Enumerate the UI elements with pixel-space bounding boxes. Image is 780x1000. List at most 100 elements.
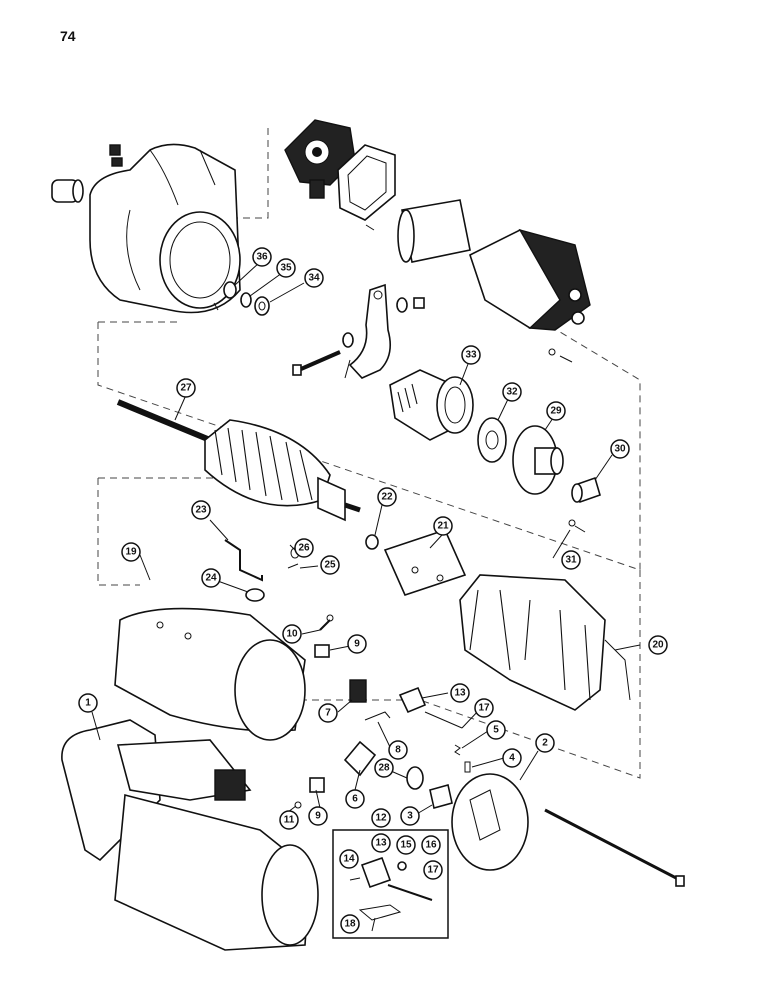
callout-16: 16 xyxy=(421,835,441,855)
assembled-starter xyxy=(61,719,319,951)
svg-text:10: 10 xyxy=(286,629,298,640)
callout-24: 24 xyxy=(201,568,221,588)
svg-text:30: 30 xyxy=(614,444,626,455)
callout-25: 25 xyxy=(320,555,340,575)
brush-arm-6 xyxy=(343,740,377,777)
inset-box xyxy=(332,829,449,939)
pin-small xyxy=(365,224,375,231)
callout-14: 14 xyxy=(339,849,359,869)
svg-text:23: 23 xyxy=(195,505,207,516)
drive-pinion xyxy=(389,369,474,441)
drive-end-housing xyxy=(89,143,241,314)
callout-26: 26 xyxy=(294,538,314,558)
callout-12: 12 xyxy=(371,808,391,828)
svg-text:31: 31 xyxy=(565,555,577,566)
svg-text:21: 21 xyxy=(437,521,449,532)
pivot-bolt xyxy=(292,332,354,376)
page-number: 74 xyxy=(60,28,76,44)
plunger-sleeve xyxy=(397,199,471,263)
small-screw-right xyxy=(548,348,573,363)
callout-7: 7 xyxy=(318,703,338,723)
through-bolt xyxy=(544,808,685,887)
svg-text:14: 14 xyxy=(343,854,355,865)
callout-8: 8 xyxy=(388,740,408,760)
callout-30: 30 xyxy=(610,439,630,459)
screw-11 xyxy=(294,801,302,809)
svg-text:5: 5 xyxy=(493,725,499,736)
bushing-3 xyxy=(429,784,453,809)
callout-28: 28 xyxy=(374,758,394,778)
svg-text:4: 4 xyxy=(509,753,515,764)
callout-23: 23 xyxy=(191,500,211,520)
solenoid-body xyxy=(469,228,591,331)
callout-22: 22 xyxy=(377,487,397,507)
callout-17: 17 xyxy=(474,698,494,718)
callout-31: 31 xyxy=(561,550,581,570)
washer-28 xyxy=(406,766,424,790)
commutator-end-frame xyxy=(451,773,529,871)
svg-text:9: 9 xyxy=(315,811,321,822)
callout-33: 33 xyxy=(461,345,481,365)
screw-4 xyxy=(464,761,471,773)
svg-text:7: 7 xyxy=(325,708,331,719)
callout-32: 32 xyxy=(502,382,522,402)
bushing-30 xyxy=(571,476,601,504)
callout-36: 36 xyxy=(252,247,272,267)
terminal-9 xyxy=(314,644,330,658)
screw-25 xyxy=(287,563,299,569)
callout-1: 1 xyxy=(78,693,98,713)
svg-text:13: 13 xyxy=(454,688,466,699)
callout-19: 19 xyxy=(121,542,141,562)
terminal-9b xyxy=(309,777,325,793)
pole-shoe xyxy=(383,529,467,596)
callout-13: 13 xyxy=(450,683,470,703)
svg-text:17: 17 xyxy=(427,865,439,876)
svg-text:29: 29 xyxy=(550,406,562,417)
svg-text:20: 20 xyxy=(652,640,664,651)
callouts: 1 2 3 4 5 6 7 8 9 10 11 12 13 14 15 16 1… xyxy=(78,247,668,934)
callout-18: 18 xyxy=(340,914,360,934)
callout-10: 10 xyxy=(282,624,302,644)
svg-text:11: 11 xyxy=(284,815,295,826)
svg-text:27: 27 xyxy=(180,383,192,394)
svg-text:28: 28 xyxy=(378,763,390,774)
gasket xyxy=(337,144,396,221)
callout-20: 20 xyxy=(648,635,668,655)
callout-34: 34 xyxy=(304,268,324,288)
svg-text:17: 17 xyxy=(478,703,490,714)
svg-text:1: 1 xyxy=(85,698,91,709)
spring-8 xyxy=(364,711,391,721)
svg-text:6: 6 xyxy=(352,794,358,805)
callout-3: 3 xyxy=(400,806,420,826)
callout-2: 2 xyxy=(535,733,555,753)
svg-text:16: 16 xyxy=(425,840,437,851)
svg-text:13: 13 xyxy=(375,838,387,849)
plug-top-left xyxy=(109,144,123,167)
callout-6: 6 xyxy=(345,789,365,809)
callout-9-lower: 9 xyxy=(308,806,328,826)
armature xyxy=(116,399,361,522)
screw-31 xyxy=(568,519,586,533)
svg-text:15: 15 xyxy=(400,840,412,851)
screw-22 xyxy=(365,534,379,550)
brush-holder-13 xyxy=(398,686,463,729)
svg-text:19: 19 xyxy=(125,547,137,558)
svg-text:35: 35 xyxy=(280,263,292,274)
washer-34 xyxy=(254,296,270,316)
svg-text:2: 2 xyxy=(542,738,548,749)
field-coil xyxy=(459,574,631,711)
svg-text:9: 9 xyxy=(354,639,360,650)
brush-lead xyxy=(224,539,263,582)
field-frame xyxy=(114,607,306,741)
bushing-top-left xyxy=(51,179,84,203)
dust-cap xyxy=(512,425,564,495)
svg-text:34: 34 xyxy=(308,273,320,284)
callout-17-inset: 17 xyxy=(423,860,443,880)
svg-text:26: 26 xyxy=(298,543,310,554)
callout-5: 5 xyxy=(486,720,506,740)
svg-text:18: 18 xyxy=(344,919,356,930)
pin-housing xyxy=(213,302,219,311)
callout-21: 21 xyxy=(433,516,453,536)
svg-text:32: 32 xyxy=(506,387,518,398)
